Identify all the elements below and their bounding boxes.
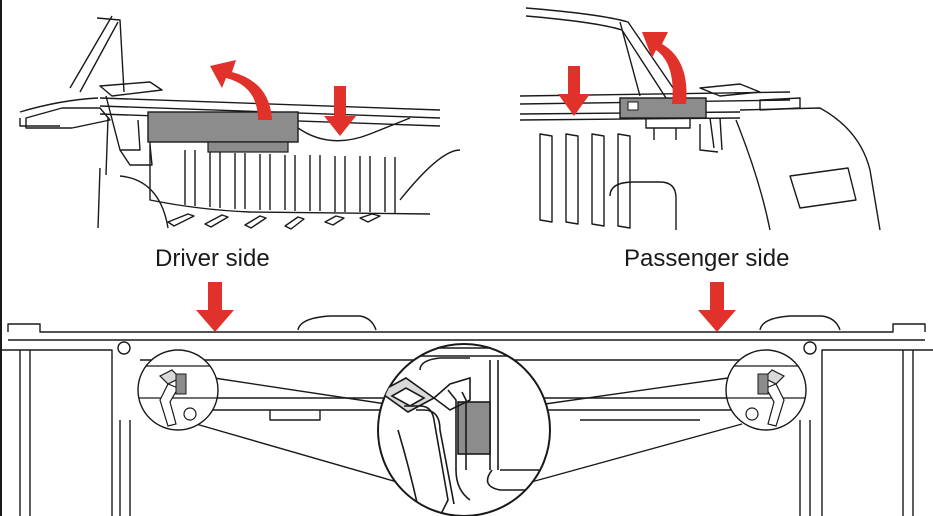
down-arrow-icon (698, 282, 736, 332)
tonneau-box-bottom (207, 141, 289, 153)
magnified-latch-detail (377, 343, 551, 516)
curved-arrow-icon (642, 32, 687, 104)
cross-section-view (0, 315, 933, 516)
down-arrow-icon (324, 86, 356, 136)
cable (297, 117, 411, 142)
driver-side-bed-view (19, 15, 461, 230)
driver-latch-detail (137, 349, 219, 431)
driver-side-label: Driver side (155, 245, 270, 272)
latch-detail (627, 101, 639, 111)
tonneau-box-driver (147, 111, 299, 143)
passenger-latch-detail (725, 349, 807, 431)
passenger-side-bed-view (519, 7, 881, 231)
curved-arrow-icon (210, 60, 272, 120)
down-arrow-icon (196, 282, 234, 332)
passenger-side-label: Passenger side (624, 245, 790, 272)
down-arrow-icon (558, 66, 590, 116)
